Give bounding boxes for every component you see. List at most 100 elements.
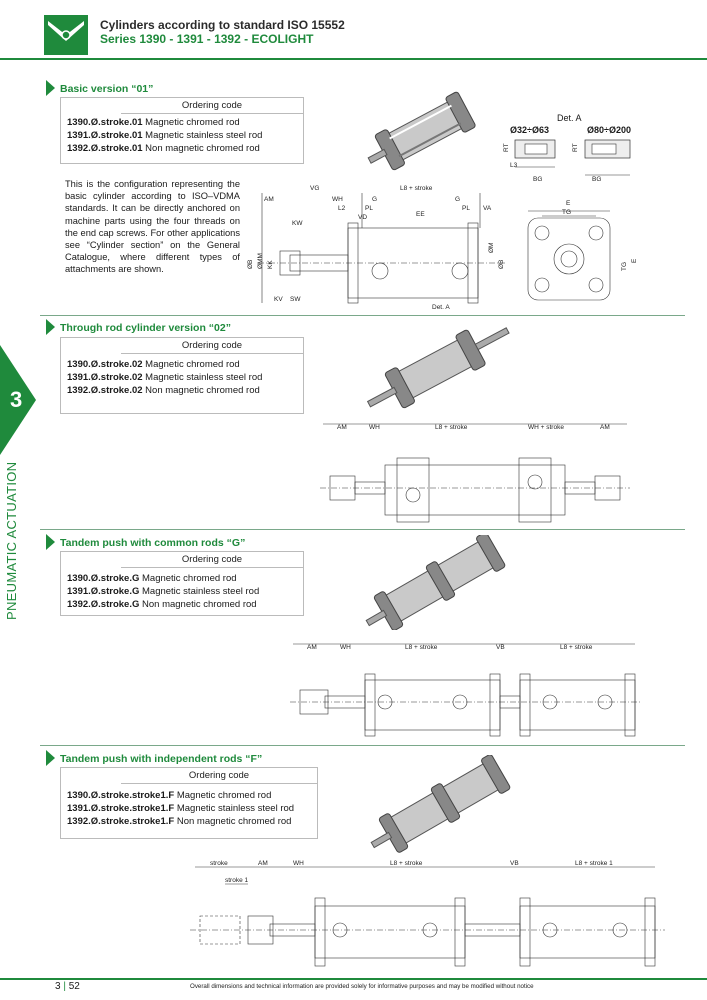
order-line: 1392.Ø.stroke.01 Non magnetic chromed ro… bbox=[67, 143, 260, 154]
section-title-tandem-common: Tandem push with common rods “G” bbox=[60, 537, 246, 549]
dim-vg: VG bbox=[310, 185, 319, 192]
dim-sw: SW bbox=[290, 296, 301, 303]
pneumax-logo bbox=[44, 15, 88, 55]
order-line: 1390.Ø.stroke.02 Magnetic chromed rod bbox=[67, 359, 240, 370]
dim-vb: VB bbox=[496, 644, 505, 651]
dim-tg-2: TG bbox=[621, 262, 628, 271]
dim-am: AM bbox=[264, 196, 274, 203]
dim-kk: KK bbox=[267, 260, 274, 269]
section-divider bbox=[40, 529, 685, 530]
section-title-basic: Basic version “01” bbox=[60, 83, 154, 95]
dim-am: AM bbox=[337, 424, 347, 431]
dim-kv: KV bbox=[274, 296, 283, 303]
page-subtitle: Series 1390 - 1391 - 1392 - ECOLIGHT bbox=[100, 32, 314, 46]
dim-am: AM bbox=[258, 860, 268, 867]
order-line: 1391.Ø.stroke.G Magnetic stainless steel… bbox=[67, 586, 260, 597]
dim-l8: L8 + stroke bbox=[435, 424, 468, 431]
dim-tg: TG bbox=[562, 209, 571, 216]
cylinder-photo-through-rod bbox=[366, 327, 510, 409]
order-line: 1391.Ø.stroke.01 Magnetic stainless stee… bbox=[67, 130, 263, 141]
cylinder-photo-tandem-independent bbox=[370, 755, 511, 853]
order-line: 1390.Ø.stroke.stroke1.F Magnetic chromed… bbox=[67, 790, 272, 801]
order-line: 1391.Ø.stroke.02 Magnetic stainless stee… bbox=[67, 372, 263, 383]
dim-pl-2: PL bbox=[462, 205, 470, 212]
detail-right-label: Ø80÷Ø200 bbox=[587, 125, 631, 135]
detail-title: Det. A bbox=[557, 113, 582, 123]
header-divider bbox=[0, 58, 707, 60]
ordering-code-box: Ordering code 1390.Ø.stroke.stroke1.F Ma… bbox=[60, 767, 318, 839]
order-line: 1390.Ø.stroke.G Magnetic chromed rod bbox=[67, 573, 237, 584]
dim-l3: L3 bbox=[510, 162, 518, 169]
dim-am-2: AM bbox=[600, 424, 610, 431]
footer-note: Overall dimensions and technical informa… bbox=[190, 983, 534, 990]
chapter-label: PNEUMATIC ACTUATION bbox=[4, 461, 19, 620]
dim-bg-2: BG bbox=[592, 176, 601, 183]
dim-rt-2: RT bbox=[572, 143, 579, 152]
dim-ob: ØB bbox=[247, 260, 254, 269]
dim-vb: VB bbox=[510, 860, 519, 867]
order-line: 1391.Ø.stroke.stroke1.F Magnetic stainle… bbox=[67, 803, 295, 814]
dim-wh-stroke: WH + stroke bbox=[528, 424, 564, 431]
dim-e: E bbox=[566, 200, 571, 207]
ordering-code-box: Ordering code 1390.Ø.stroke.02 Magnetic … bbox=[60, 337, 304, 414]
dim-wh: WH bbox=[332, 196, 343, 203]
order-line: 1392.Ø.stroke.stroke1.F Non magnetic chr… bbox=[67, 816, 292, 827]
dim-g: G bbox=[372, 196, 377, 203]
dim-vd: VD bbox=[358, 214, 367, 221]
chapter-number: 3 bbox=[10, 387, 23, 412]
dim-l8-stroke1: L8 + stroke 1 bbox=[575, 860, 613, 867]
order-line: 1390.Ø.stroke.01 Magnetic chromed rod bbox=[67, 117, 240, 128]
section-title-through-rod: Through rod cylinder version “02” bbox=[60, 322, 231, 334]
drawing-tandem-common: AM WH L8 + stroke VB L8 + stroke bbox=[290, 643, 640, 737]
dim-l8: L8 + stroke bbox=[405, 644, 438, 651]
dim-omm: ØMM bbox=[257, 253, 264, 269]
drawing-tandem-independent: stroke AM WH L8 + stroke VB L8 + stroke … bbox=[190, 860, 665, 967]
dim-l8-2: L8 + stroke bbox=[560, 644, 593, 651]
page-title: Cylinders according to standard ISO 1555… bbox=[100, 18, 345, 32]
section-arrow-icon bbox=[46, 80, 55, 96]
dim-wh: WH bbox=[293, 860, 304, 867]
dim-l2: L2 bbox=[338, 205, 346, 212]
ordering-code-header: Ordering code bbox=[121, 98, 303, 114]
dim-am: AM bbox=[307, 644, 317, 651]
ordering-code-box: Ordering code 1390.Ø.stroke.G Magnetic c… bbox=[60, 551, 304, 616]
section-arrow-icon bbox=[46, 750, 55, 766]
dim-rt: RT bbox=[503, 143, 510, 152]
ordering-code-header: Ordering code bbox=[121, 338, 303, 354]
drawing-through-rod: AM WH L8 + stroke WH + stroke AM bbox=[320, 423, 630, 523]
ordering-code-header: Ordering code bbox=[121, 552, 303, 568]
cylinder-photo-tandem-common bbox=[365, 535, 506, 630]
cylinder-photo-basic bbox=[367, 91, 476, 171]
dim-bg: BG bbox=[533, 176, 542, 183]
dim-ee: EE bbox=[416, 211, 425, 218]
section-divider bbox=[40, 745, 685, 746]
dim-wh: WH bbox=[340, 644, 351, 651]
section-arrow-icon bbox=[46, 319, 55, 335]
section-divider bbox=[40, 315, 685, 316]
dim-stroke: stroke bbox=[210, 860, 228, 867]
dim-e-2: E bbox=[631, 258, 638, 263]
order-line: 1392.Ø.stroke.G Non magnetic chromed rod bbox=[67, 599, 257, 610]
drawing-basic-version: VG L8 + stroke AM WH G G L2 PL PL VA VD … bbox=[247, 185, 638, 311]
dim-l8: L8 + stroke bbox=[390, 860, 423, 867]
ordering-code-box: Ordering code 1390.Ø.stroke.01 Magnetic … bbox=[60, 97, 304, 164]
dim-va: VA bbox=[483, 205, 492, 212]
detail-left-label: Ø32÷Ø63 bbox=[510, 125, 549, 135]
page-number: 3 | 52 bbox=[55, 981, 80, 992]
order-line: 1392.Ø.stroke.02 Non magnetic chromed ro… bbox=[67, 385, 260, 396]
section-title-tandem-independent: Tandem push with independent rods “F” bbox=[60, 753, 263, 765]
dim-ob-2: ØB bbox=[498, 260, 505, 269]
footer-divider bbox=[0, 978, 707, 980]
dim-g-2: G bbox=[455, 196, 460, 203]
dim-om: ØM bbox=[488, 243, 495, 253]
detail-a-drawing: RT L3 BG RT BG bbox=[503, 139, 631, 183]
description-text: This is the configuration representing t… bbox=[65, 179, 240, 275]
dim-l8: L8 + stroke bbox=[400, 185, 433, 192]
dim-stroke-1: stroke 1 bbox=[225, 877, 249, 884]
dim-det-a: Det. A bbox=[432, 304, 450, 311]
ordering-code-header: Ordering code bbox=[121, 768, 317, 784]
chapter-tab bbox=[0, 345, 36, 455]
dim-kw: KW bbox=[292, 220, 303, 227]
dim-pl: PL bbox=[365, 205, 373, 212]
dim-wh: WH bbox=[369, 424, 380, 431]
